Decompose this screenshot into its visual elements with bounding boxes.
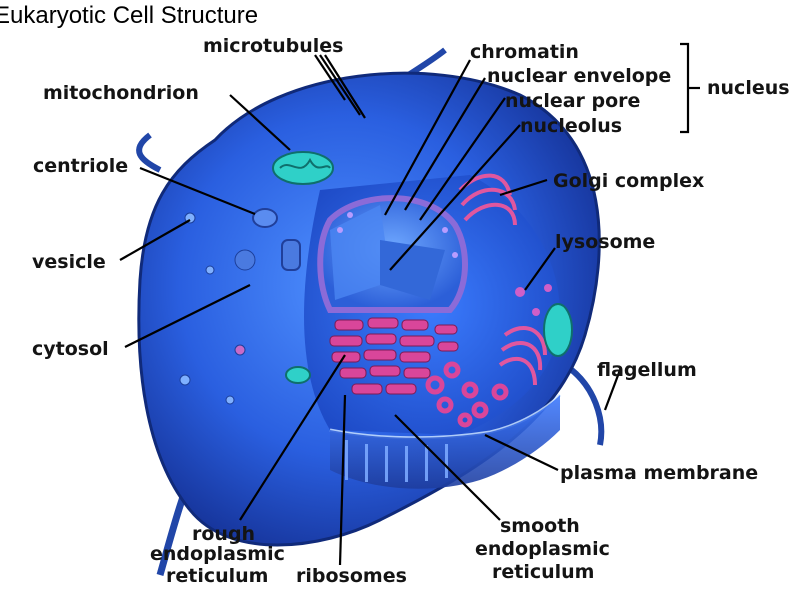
label-mitochondrion: mitochondrion (43, 82, 199, 104)
label-smooth-er-line2: endoplasmic (475, 538, 610, 560)
label-smooth-er-line1: smooth (500, 515, 580, 537)
smooth-er (425, 361, 509, 428)
plasma-membrane-edge (329, 393, 562, 440)
labels: microtubules mitochondrion centriole ves… (32, 35, 790, 587)
nucleus (317, 195, 468, 313)
diagram-title: Eukaryotic Cell Structure (0, 2, 259, 29)
label-cytosol: cytosol (32, 338, 109, 360)
label-lysosome: lysosome (555, 231, 655, 253)
label-ribosomes: ribosomes (296, 565, 407, 587)
label-microtubules: microtubules (203, 35, 343, 57)
nucleolus (380, 240, 445, 300)
label-nucleus: nucleus (707, 77, 790, 99)
flagellum-right (563, 362, 605, 446)
label-vesicle: vesicle (32, 251, 106, 273)
label-nucleolus: nucleolus (520, 115, 622, 137)
label-rough-er-line1: rough (192, 523, 255, 545)
nucleus-cut-face (330, 205, 385, 300)
label-rough-er-line3: reticulum (166, 565, 268, 587)
mitochondrion (272, 151, 573, 384)
centriole (252, 208, 301, 271)
label-chromatin: chromatin (470, 41, 579, 63)
label-smooth-er-line3: reticulum (492, 561, 594, 583)
lysosomes (515, 284, 552, 316)
ribosomes (345, 440, 448, 482)
flagellum-left (136, 132, 162, 173)
rough-er (329, 317, 459, 395)
label-centriole: centriole (33, 155, 128, 177)
label-rough-er-line2: endoplasmic (150, 543, 285, 565)
leader-lines (119, 42, 700, 566)
label-nuclear-pore: nuclear pore (505, 90, 640, 112)
label-flagellum: flagellum (597, 359, 697, 381)
label-nuclear-envelope: nuclear envelope (487, 65, 671, 87)
label-golgi-complex: Golgi complex (553, 170, 704, 192)
label-plasma-membrane: plasma membrane (560, 462, 758, 484)
